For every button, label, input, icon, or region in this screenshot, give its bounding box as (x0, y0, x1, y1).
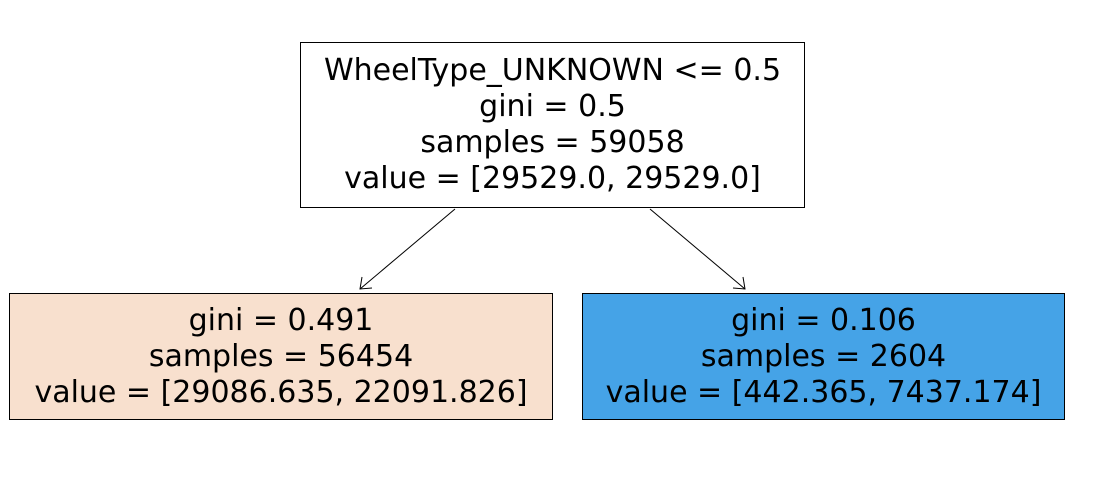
node-gini: gini = 0.5 (479, 89, 626, 124)
edge-root-right (649, 208, 746, 290)
node-value: value = [29086.635, 22091.826] (34, 374, 528, 410)
node-split-condition: WheelType_UNKNOWN <= 0.5 (323, 53, 782, 88)
node-value: value = [442.365, 7437.174] (605, 374, 1042, 410)
node-samples: samples = 59058 (420, 125, 685, 160)
node-value: value = [29529.0, 29529.0] (344, 161, 761, 196)
node-gini: gini = 0.106 (731, 302, 916, 338)
node-samples: samples = 2604 (700, 338, 947, 374)
tree-node-right-leaf: gini = 0.106 samples = 2604 value = [442… (582, 293, 1065, 420)
tree-node-left-leaf: gini = 0.491 samples = 56454 value = [29… (9, 293, 553, 420)
node-gini: gini = 0.491 (188, 302, 374, 338)
node-samples: samples = 56454 (148, 338, 414, 374)
edge-root-left (359, 208, 456, 290)
tree-node-root: WheelType_UNKNOWN <= 0.5 gini = 0.5 samp… (300, 42, 805, 208)
